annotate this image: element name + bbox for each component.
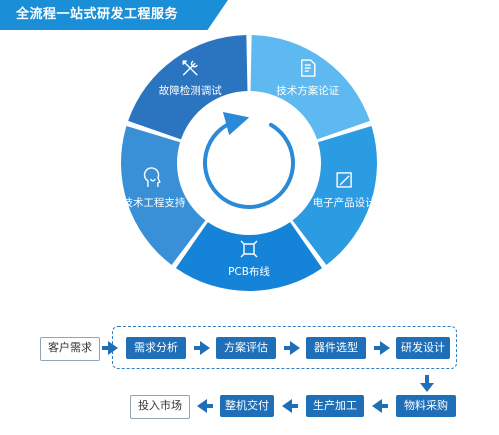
flow-arrow-down: [420, 375, 434, 392]
cycle-segment: [250, 35, 370, 140]
cycle-arrow: [203, 112, 295, 209]
flow-step-customer-demand: 客户需求: [40, 337, 100, 361]
page-title: 全流程一站式研发工程服务: [16, 7, 179, 22]
flow-step-delivery: 整机交付: [220, 395, 274, 417]
cycle-segment-label: 技术工程支持: [122, 196, 185, 209]
title-banner: [0, 0, 228, 30]
cycle-segment: [175, 222, 323, 292]
flow-step-market-launch: 投入市场: [130, 395, 190, 419]
flow-step-rd-design: 研发设计: [396, 337, 450, 359]
edit-pen-icon: [336, 172, 352, 188]
cycle-segment-label: 故障检测调试: [159, 84, 222, 97]
flow-arrow: [374, 341, 390, 355]
cycle-segment-label: 电子产品设计: [313, 196, 376, 209]
cycle-segment: [120, 126, 206, 265]
flow-arrow: [372, 399, 388, 413]
tools-wrench-icon: [182, 60, 198, 76]
cycle-segment: [128, 35, 248, 140]
cycle-segment-label: PCB布线: [228, 265, 270, 278]
flow-step-solution-evaluation: 方案评估: [216, 337, 276, 359]
circuit-nodes-icon: [240, 240, 258, 258]
cycle-segment: [292, 126, 377, 265]
flow-arrow: [284, 341, 300, 355]
flow-arrow: [197, 399, 213, 413]
flow-step-requirement-analysis: 需求分析: [126, 337, 186, 359]
flow-arrow: [102, 341, 118, 355]
flow-step-component-selection: 器件选型: [306, 337, 366, 359]
flow-arrow: [282, 399, 298, 413]
cycle-segment-label: 技术方案论证: [276, 84, 339, 97]
flow-step-material-procurement: 物料采购: [396, 395, 456, 417]
flow-arrow: [194, 341, 210, 355]
head-support-icon: [143, 167, 161, 187]
document-check-icon: [301, 59, 316, 77]
flow-step-production: 生产加工: [306, 395, 364, 417]
